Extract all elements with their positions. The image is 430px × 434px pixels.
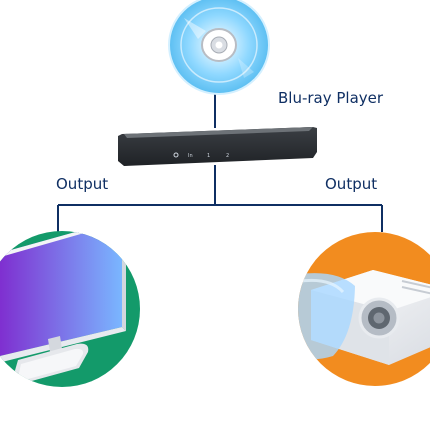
output-label-left: Output xyxy=(56,175,109,193)
power-indicator-icon xyxy=(173,152,179,158)
computer-monitor-display xyxy=(0,231,140,387)
projector-display xyxy=(298,232,430,386)
blu-ray-disc-icon xyxy=(168,0,270,95)
device-port-2-label: 2 xyxy=(226,153,229,159)
hdmi-splitter-box-icon: In 1 2 xyxy=(118,127,317,166)
device-port-1-label: 1 xyxy=(207,153,210,159)
device-port-in-label: In xyxy=(188,153,193,159)
projector-icon xyxy=(298,270,430,365)
source-label: Blu-ray Player xyxy=(278,89,384,107)
output-label-right: Output xyxy=(325,175,378,193)
computer-monitor-icon xyxy=(0,231,126,383)
connector-lines xyxy=(57,87,383,232)
device-front-panel: In 1 2 xyxy=(173,152,229,159)
